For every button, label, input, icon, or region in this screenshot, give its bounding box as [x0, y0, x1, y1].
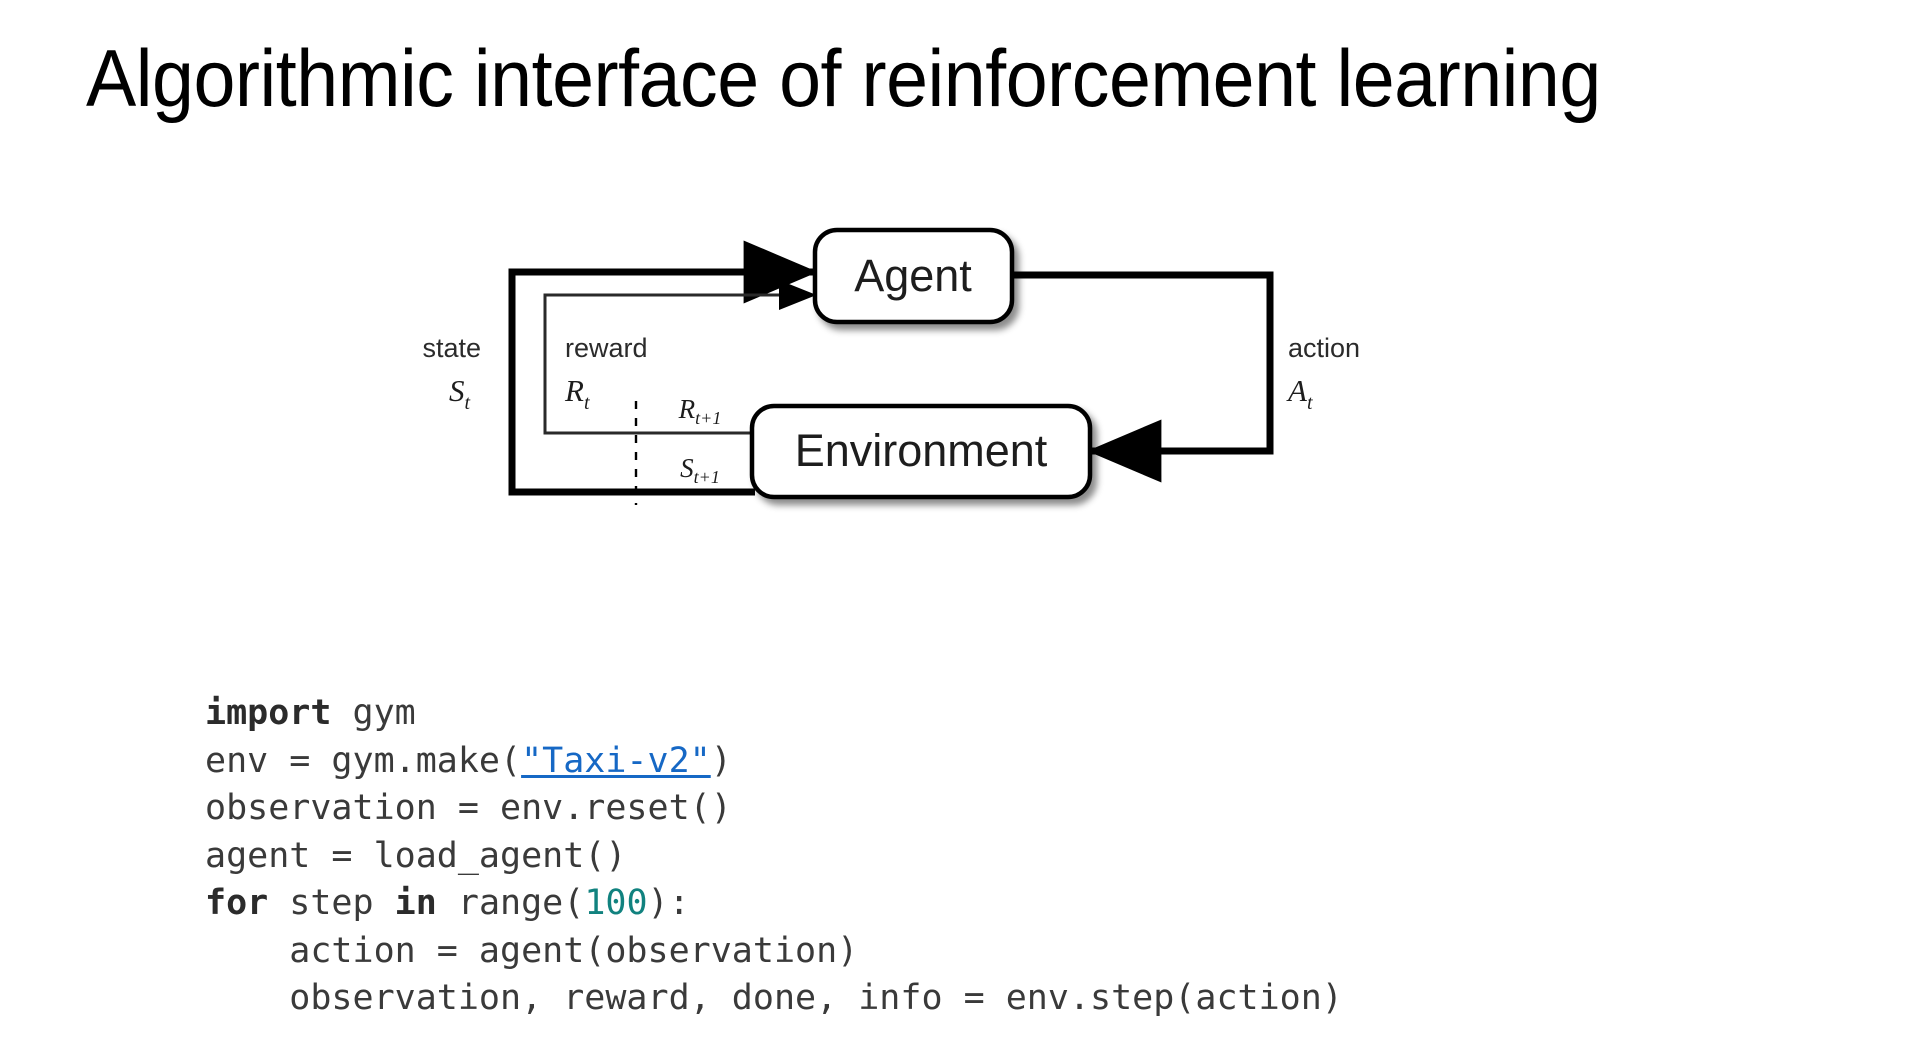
code-keyword: import — [205, 693, 332, 733]
code-line: agent = load_agent() — [205, 833, 1343, 881]
code-text: env = gym.make( — [205, 740, 522, 781]
label-state: state — [422, 333, 481, 363]
node-environment — [749, 403, 1093, 500]
node-agent — [812, 227, 1015, 325]
code-text: observation = env.reset() — [205, 788, 732, 828]
env-id-link[interactable]: "Taxi-v2" — [521, 740, 711, 781]
node-agent-label: Agent — [854, 250, 972, 301]
code-line: action = agent(observation) — [205, 928, 1343, 976]
rl-loop-diagram: Agent Environment state St reward Rt act… — [0, 205, 1920, 605]
code-line: for step in range(100): — [205, 880, 1343, 928]
label-reward-symbol: Rt — [564, 373, 590, 414]
edge-action-to-environment — [1012, 271, 1274, 483]
code-line: env = gym.make("Taxi-v2") — [205, 738, 1343, 786]
edge-reward-to-agent — [543, 280, 817, 435]
page-title: Algorithmic interface of reinforcement l… — [86, 34, 1601, 124]
label-action-symbol: At — [1286, 373, 1313, 414]
label-state-symbol: St — [449, 373, 471, 414]
code-text: agent = load_agent() — [205, 835, 627, 876]
code-text: step — [268, 883, 395, 923]
label-reward-next-symbol: Rt+1 — [678, 394, 722, 428]
code-keyword: in — [394, 883, 437, 923]
code-line: observation = env.reset() — [205, 785, 1343, 833]
code-text: range( — [436, 883, 585, 923]
code-line: observation, reward, done, info = env.st… — [205, 975, 1343, 1023]
label-reward: reward — [565, 333, 648, 363]
code-keyword: for — [205, 883, 269, 923]
node-environment-label: Environment — [795, 425, 1048, 476]
code-text: ) — [710, 740, 732, 781]
label-action: action — [1288, 333, 1360, 363]
edge-state-to-agent — [508, 240, 818, 496]
code-line: import gym — [205, 690, 1343, 738]
code-text: gym — [331, 693, 416, 733]
label-state-next-symbol: St+1 — [680, 453, 720, 487]
code-text: ): — [647, 883, 690, 923]
code-text: observation, reward, done, info = env.st… — [205, 978, 1343, 1018]
code-number: 100 — [584, 883, 648, 923]
code-text: action = agent(observation) — [205, 930, 859, 971]
